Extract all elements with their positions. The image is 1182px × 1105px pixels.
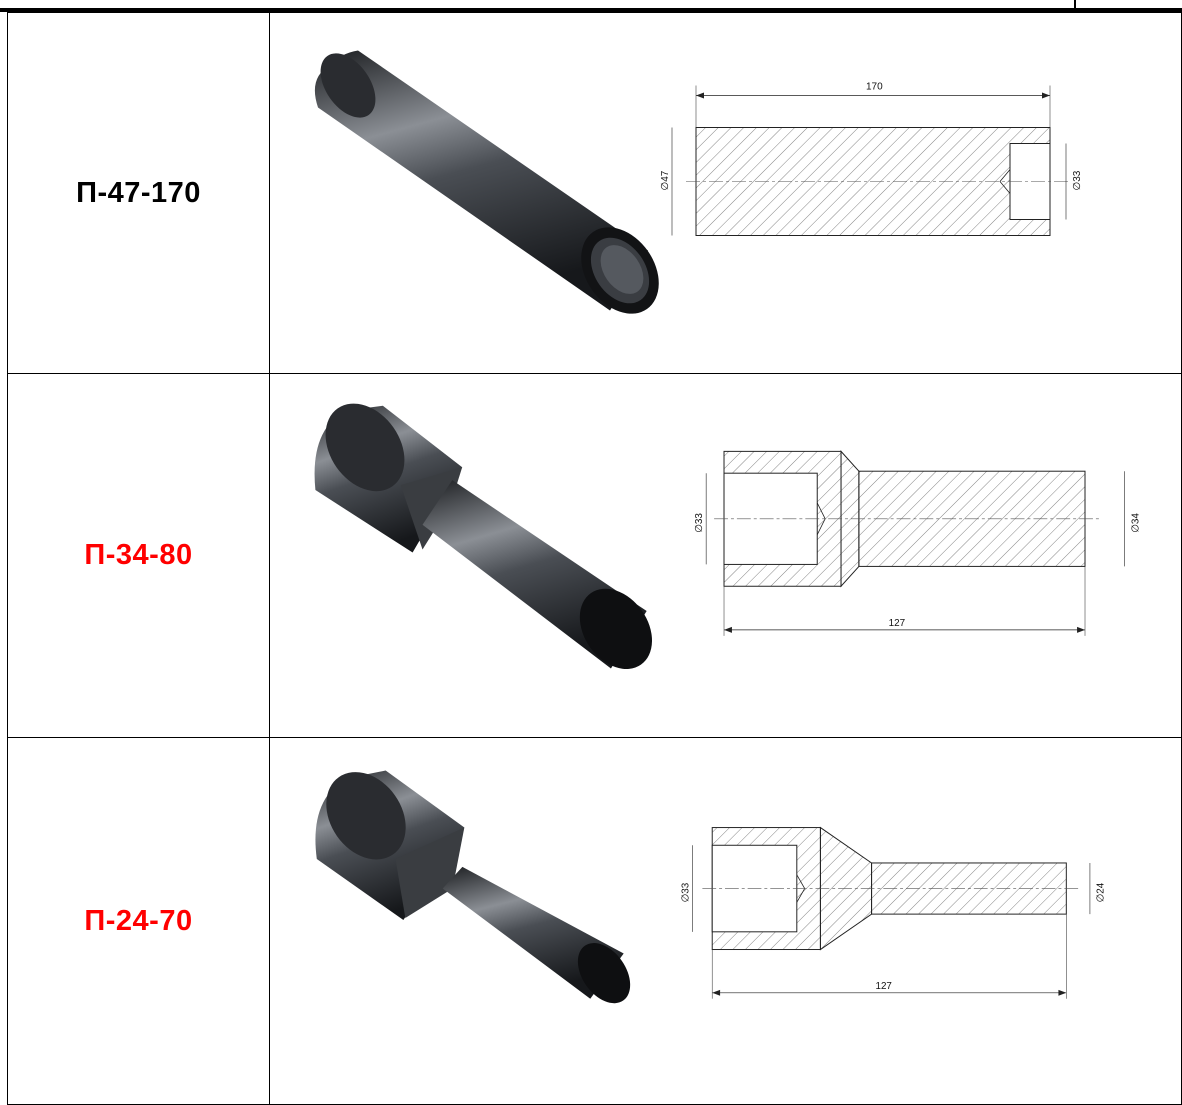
part-code-cell: П-34-80: [7, 373, 270, 738]
part-illustration: ∅33 ∅24 127: [315, 770, 1107, 1004]
left-diameter-dim: ∅33: [694, 512, 705, 532]
right-diameter-dim: ∅24: [1096, 882, 1107, 902]
reducer-3d-render: [315, 770, 631, 1004]
table-row: П-24-70: [7, 737, 1182, 1105]
length-dim: 127: [876, 981, 892, 992]
right-diameter-dim: ∅34: [1131, 512, 1142, 532]
part-code: П-47-170: [76, 176, 201, 209]
part-illustration: 170 ∅47 ∅33: [314, 50, 1083, 314]
part-illustration-cell: 170 ∅47 ∅33: [269, 12, 1182, 374]
table-row: П-34-80: [7, 373, 1182, 738]
part-illustration-cell: ∅33 ∅34 127: [269, 373, 1182, 738]
table-row: П-47-170: [7, 12, 1182, 374]
reducer-3d-render: [314, 403, 652, 669]
top-mark: [1074, 0, 1076, 8]
tube-3d-render: [314, 50, 659, 314]
top-rule: [0, 8, 1182, 12]
left-diameter-dim: ∅33: [681, 882, 692, 902]
parts-table: П-47-170: [7, 12, 1182, 1105]
part-code-cell: П-47-170: [7, 12, 270, 374]
section-drawing: ∅33 ∅24 127: [681, 826, 1107, 999]
part-code-cell: П-24-70: [7, 737, 270, 1105]
outer-diameter-dim: ∅47: [660, 170, 671, 190]
part-illustration: ∅33 ∅34 127: [314, 403, 1142, 669]
inner-diameter-dim: ∅33: [1072, 170, 1083, 190]
length-dim: 127: [889, 617, 906, 628]
length-dim: 170: [866, 82, 883, 93]
part-code: П-34-80: [84, 539, 193, 571]
part-illustration-cell: ∅33 ∅24 127: [269, 737, 1182, 1105]
section-drawing: 170 ∅47 ∅33: [660, 82, 1083, 236]
section-drawing: ∅33 ∅34 127: [694, 449, 1142, 636]
part-code: П-24-70: [84, 904, 193, 937]
